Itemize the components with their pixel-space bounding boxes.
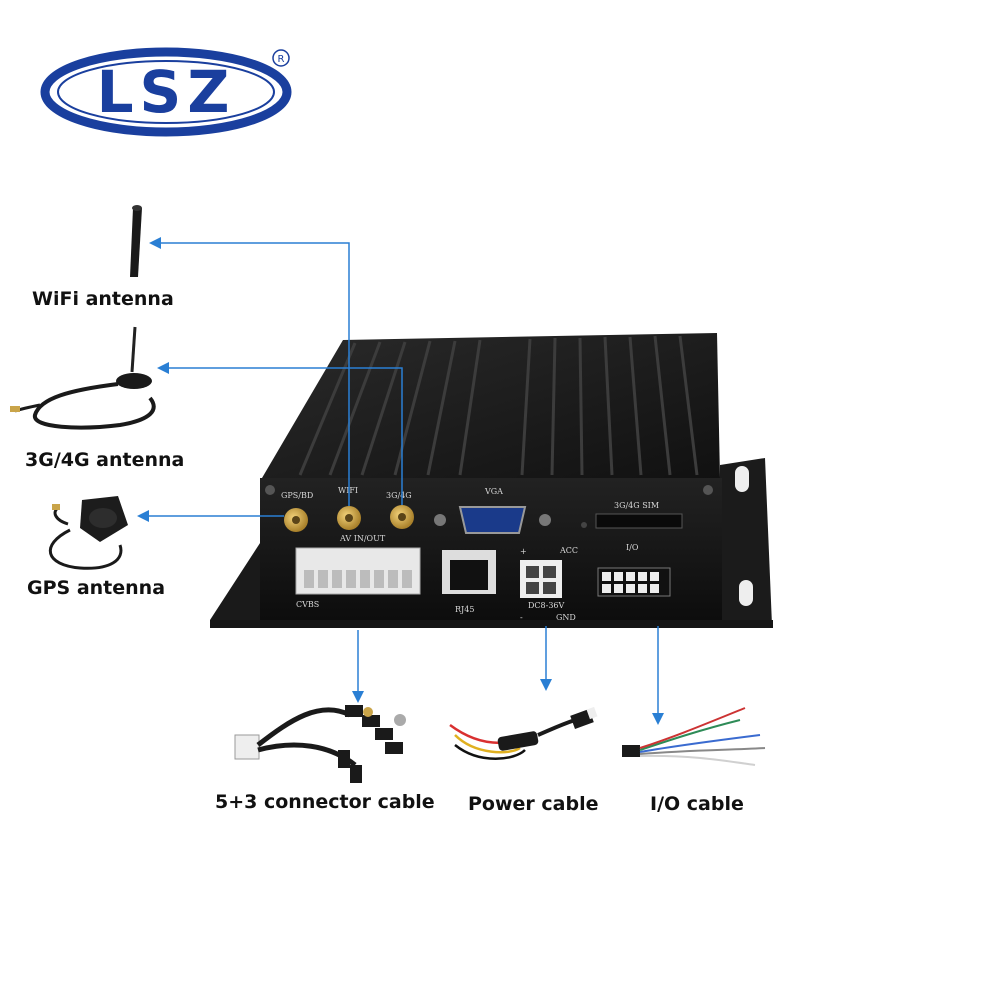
power-cable-image	[449, 706, 598, 760]
gnd-label: GND	[556, 613, 576, 622]
connection-arrows	[137, 237, 664, 725]
vga-port-label: VGA	[484, 487, 503, 496]
io-label: I/O	[626, 543, 639, 552]
wifi-antenna-image	[130, 205, 142, 277]
gps-antenna-image	[48, 496, 128, 570]
gps-antenna-label: GPS antenna	[27, 577, 165, 599]
g34-arrow	[157, 362, 403, 505]
wifi-port-label: WIFI	[338, 486, 358, 495]
cvbs-label: CVBS	[296, 600, 319, 609]
g34-connector	[390, 505, 414, 529]
connector-cable-image	[234, 705, 406, 783]
g34-antenna-image	[10, 326, 156, 430]
sim-slot-label: 3G/4G SIM	[614, 501, 659, 510]
brand-logo: LSZ R	[40, 47, 292, 137]
gps-bd-port-label: GPS/BD	[281, 491, 313, 500]
power-cable-label: Power cable	[468, 793, 599, 815]
wifi-arrow	[149, 237, 350, 506]
acc-label: ACC	[559, 546, 578, 555]
av-in-out-label: AV IN/OUT	[339, 534, 386, 543]
rj45-label: RJ45	[455, 605, 474, 614]
av-in-out-port	[295, 547, 421, 595]
dc-range-label: DC8-36V	[528, 601, 565, 610]
g34-port-label: 3G/4G	[386, 491, 412, 500]
gps-bd-connector	[284, 508, 308, 532]
minus-label: -	[520, 613, 523, 622]
wifi-antenna-label: WiFi antenna	[32, 288, 174, 310]
connector-cable-label: 5+3 connector cable	[215, 791, 435, 813]
mdvr-device: GPS/BD WIFI 3G/4G VGA 3G/4G SIM AV IN/OU…	[210, 333, 773, 628]
sim-slot	[595, 513, 683, 529]
vga-port	[458, 506, 527, 534]
plus-label: +	[520, 547, 527, 556]
g34-antenna-label: 3G/4G antenna	[25, 449, 184, 471]
io-cable-image	[622, 707, 766, 766]
logo-text: LSZ	[97, 58, 236, 126]
io-cable-label: I/O cable	[650, 793, 744, 815]
registered-mark: R	[278, 54, 285, 65]
wifi-connector	[337, 506, 361, 530]
